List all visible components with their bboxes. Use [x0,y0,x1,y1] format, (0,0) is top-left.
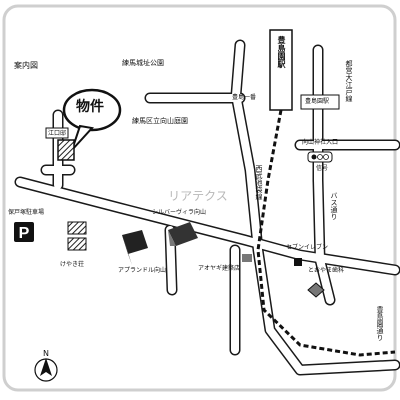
seven-eleven-marker [294,258,302,266]
watermark-text: リアテクス [168,189,228,203]
property-balloon [62,88,122,132]
small-entry-label: 江口邸 [48,130,67,137]
apple-land-building [122,230,148,254]
small-entry-box [45,127,69,139]
svg-text:P: P [19,225,30,242]
map-title: 案内図 [14,61,38,70]
keyaki-building-1 [67,221,87,235]
station-label: 豊島園駅 [277,36,286,68]
toshimaen-street-label: 豊島園通り [376,306,384,341]
toei-line-label: 都営大江戸線 [345,60,353,102]
keyaki-building-2 [67,237,87,251]
subway-station-box [300,94,340,110]
aoyagi-label: アオヤギ建築店 [198,265,241,272]
park-garden-label: 練馬区立向山庭園 [132,117,188,125]
toshimaen-1-label: 豊島一番 [232,94,257,101]
seven-eleven-label: セブンイレブン [286,244,329,251]
subway-station-label: 豊島園駅 [305,98,330,105]
shrine-label: 向山神社入口 [302,139,339,146]
parking-icon [14,222,34,242]
silver-villa-building [168,222,198,246]
property-building [57,139,75,161]
parking-label: 保戸塚駐車場 [8,209,45,216]
apple-land-label: アプランドル向山 [118,267,167,274]
signal-label: 信号 [316,165,329,172]
silver-villa-label: シルバーヴィラ向山 [152,209,207,216]
svg-text:N: N [43,349,49,358]
property-label: 物件 [76,99,104,115]
park-castle-label: 練馬城址公園 [122,59,164,67]
aoyagi-building [242,254,252,262]
dentist-label: とおやま歯科 [308,267,345,274]
seibu-line-label: 西武池袋線 [255,165,263,200]
keyaki-label: けやき荘 [60,261,85,268]
bus-street-label: バス通り [330,192,338,220]
seibu-railway [256,109,396,357]
dentist-marker [307,282,325,298]
